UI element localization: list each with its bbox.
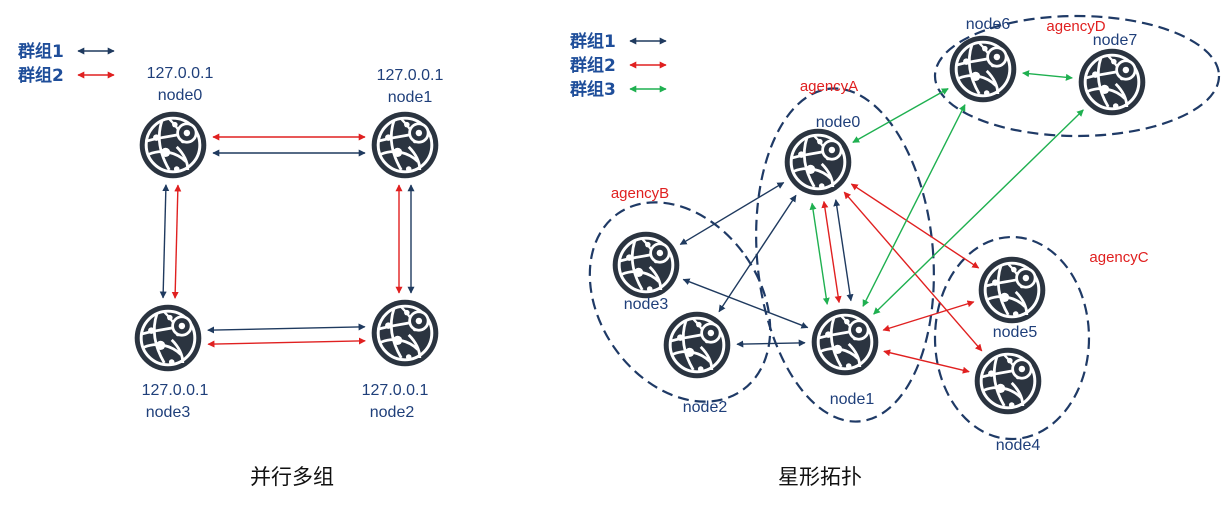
left-link-node0-node3-group1 — [159, 184, 170, 299]
caption-left: 并行多组 — [250, 465, 334, 489]
right-link-node0-node6-group3 — [852, 88, 949, 143]
right-node7-name: node7 — [1093, 32, 1138, 49]
agency-ring-d — [933, 14, 1221, 138]
left-node2-name: node2 — [370, 404, 415, 421]
right-node5-name: node5 — [993, 324, 1038, 341]
right-node3-name: node3 — [624, 296, 669, 313]
agency-label-b: agencyB — [611, 185, 669, 202]
right-link-node0-node1-group1 — [833, 199, 854, 302]
right-node1-name: node1 — [830, 391, 875, 408]
right-legend-label-3: 群组3 — [570, 79, 616, 100]
left-node2-icon — [370, 298, 440, 368]
left-node3-ip: 127.0.0.1 — [142, 382, 209, 399]
agency-label-a: agencyA — [800, 78, 858, 95]
left-node1-ip: 127.0.0.1 — [377, 67, 444, 84]
legends: 群组1 群组2 群组1 群组2 群组3 — [18, 31, 667, 100]
right-link-node0-node5-group2 — [850, 183, 980, 269]
left-node2-ip: 127.0.0.1 — [362, 382, 429, 399]
caption-right: 星形拓扑 — [778, 465, 862, 489]
right-link-node0-node1-group2 — [821, 200, 842, 304]
right-node4-icon — [973, 346, 1043, 416]
right-legend-label-1: 群组1 — [570, 31, 616, 52]
agency-ring-b — [588, 201, 772, 403]
right-legend-label-2: 群组2 — [570, 55, 616, 76]
left-legend-label-1: 群组1 — [18, 41, 64, 62]
left-node0-name: node0 — [158, 87, 203, 104]
right-node0-name: node0 — [816, 114, 861, 131]
left-node3-name: node3 — [146, 404, 191, 421]
left-node0-icon — [138, 110, 208, 180]
right-node0-icon — [783, 127, 853, 197]
left-link-node3-node2-group1 — [207, 323, 366, 334]
right-link-node3-node1-group1 — [682, 278, 809, 329]
right-node2-icon — [662, 310, 732, 380]
left-link-node0-node3-group2 — [171, 184, 182, 299]
left-node1-icon — [370, 110, 440, 180]
agency-ring-a — [755, 87, 935, 423]
left-node0-ip: 127.0.0.1 — [147, 65, 214, 82]
left-legend-label-2: 群组2 — [18, 65, 64, 86]
right-link-node0-node1-group3 — [809, 202, 830, 305]
right-node5-icon — [977, 255, 1047, 325]
right-link-node6-node7-group3 — [1022, 70, 1073, 81]
right-node4-name: node4 — [996, 437, 1041, 454]
right-link-node7-node1-group3 — [873, 109, 1084, 315]
right-link-node0-node3-group1 — [679, 181, 785, 246]
right-node2-name: node2 — [683, 399, 728, 416]
right-link-node1-node4-group2 — [883, 349, 970, 374]
nodes — [133, 34, 1147, 416]
links — [159, 70, 1084, 374]
right-node3-icon — [611, 230, 681, 300]
right-link-node6-node1-group3 — [862, 104, 966, 307]
right-node6-name: node6 — [966, 16, 1011, 33]
right-node1-icon — [810, 307, 880, 377]
right-node6-icon — [948, 34, 1018, 104]
left-node1-name: node1 — [388, 89, 433, 106]
labels: 127.0.0.1 node0 127.0.0.1 node1 127.0.0.1 nod… — [142, 16, 1149, 454]
agency-label-c: agencyC — [1089, 249, 1148, 266]
right-node7-icon — [1077, 47, 1147, 117]
left-node3-icon — [133, 303, 203, 373]
agency-label-d: agencyD — [1046, 18, 1105, 35]
right-link-node2-node1-group1 — [736, 339, 806, 348]
left-link-node3-node2-group2 — [207, 337, 366, 348]
